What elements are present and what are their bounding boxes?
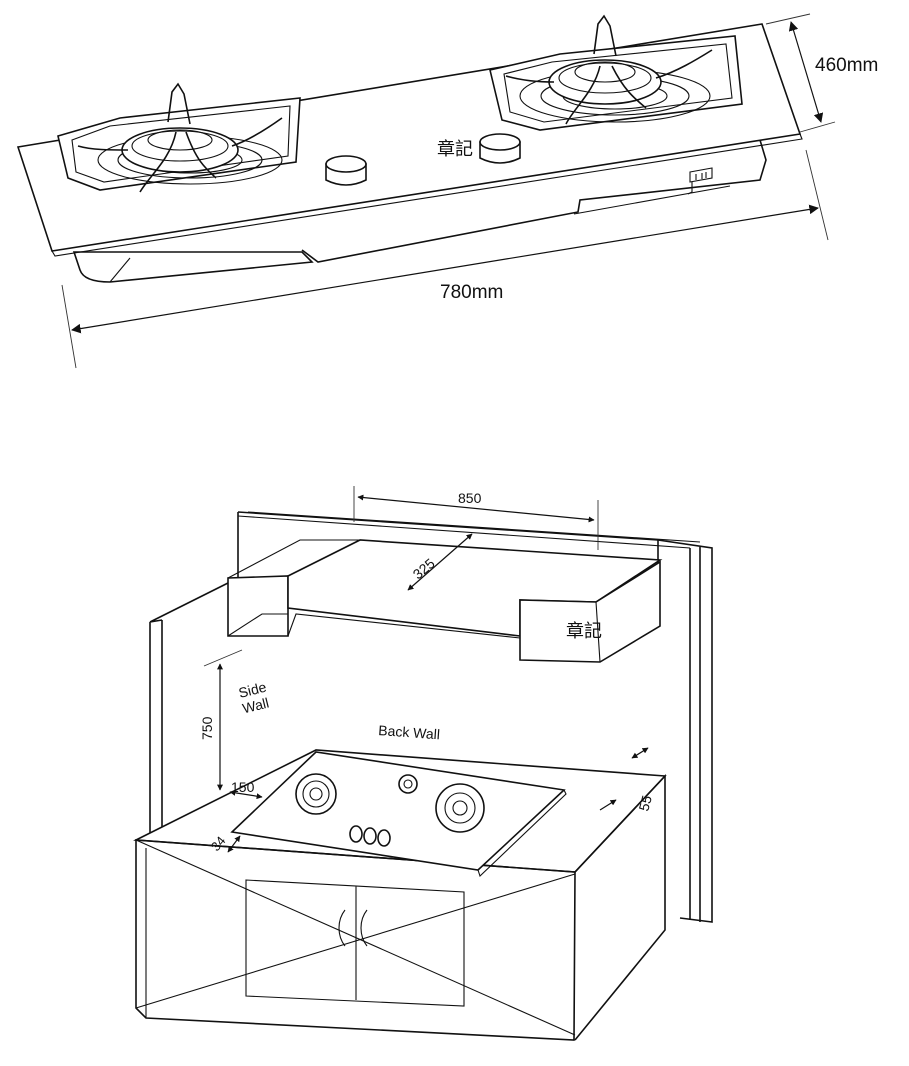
dim-55-label: 55 (635, 793, 655, 812)
installed-hob (230, 751, 567, 877)
dim-150-label: 150 (231, 779, 255, 795)
depth-dimension-460: 460mm (765, 13, 878, 133)
hob-underside-edge (109, 185, 731, 283)
wall-word: Wall (241, 694, 271, 716)
width-dimension-780: 780mm (61, 149, 829, 369)
gas-inlet-fitting (687, 167, 713, 195)
back-wall-panel (237, 511, 713, 923)
dim-750-label: 750 (199, 716, 215, 740)
watermark-top: 章記 (437, 139, 473, 159)
dim-750: 750 (199, 649, 243, 791)
side-wall-word: Side (237, 679, 268, 701)
hob-product-drawing: 章記 (16, 14, 803, 283)
dim-850: 850 (353, 486, 599, 550)
hob-glass-edge (51, 133, 803, 257)
side-wall-panel (149, 577, 239, 840)
dim-150: 150 (229, 779, 263, 800)
width-label: 780mm (440, 282, 503, 303)
dim-850-label: 850 (458, 490, 482, 506)
back-wall-label: Back Wall (378, 722, 441, 742)
control-knobs (325, 133, 521, 186)
depth-label: 460mm (815, 55, 878, 76)
hob-underside-body (72, 251, 314, 283)
side-wall-label: Side Wall (237, 678, 276, 717)
watermark-bottom: 章記 (566, 621, 602, 641)
left-burner (57, 82, 301, 193)
right-burner (489, 14, 743, 131)
range-hood (227, 539, 663, 663)
dim-55: 55 (599, 747, 655, 813)
installation-space-drawing: Side Wall Back Wall (133, 511, 713, 1041)
